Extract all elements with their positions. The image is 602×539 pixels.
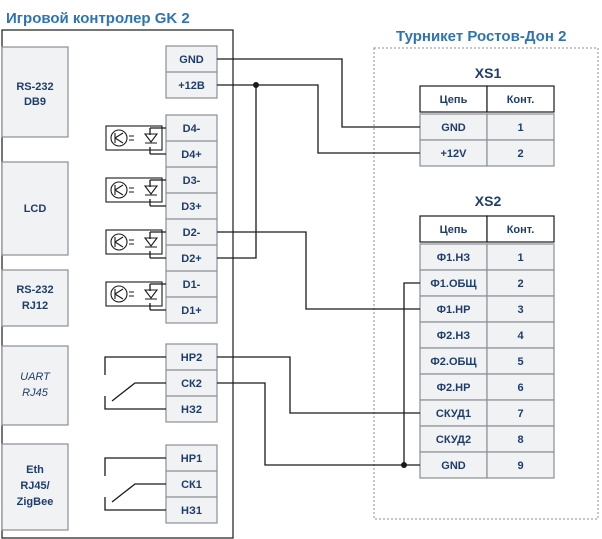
terminal-com2: СК2 bbox=[181, 378, 202, 390]
terminal-d3-plus: D3+ bbox=[181, 201, 202, 213]
module-label: RJ12 bbox=[22, 300, 48, 312]
xs2-header-contact: Конт. bbox=[507, 224, 535, 236]
xs2-row-contact: 2 bbox=[517, 278, 523, 290]
terminal-nc2: НЗ2 bbox=[181, 404, 202, 416]
xs2-row-contact: 9 bbox=[517, 460, 523, 472]
terminal-d4-plus: D4+ bbox=[181, 149, 202, 161]
terminal-gnd: GND bbox=[179, 54, 204, 66]
relay1-contact bbox=[104, 457, 166, 511]
module-lcd: LCD bbox=[1, 161, 69, 256]
wire-com2-gnd bbox=[217, 382, 420, 466]
xs2-table: Цепь Конт. Ф1.НЗ 1 Ф1.ОБЩ 2 Ф1.НР 3 Ф2.Н… bbox=[419, 215, 555, 479]
terminal-d4-minus: D4- bbox=[183, 123, 201, 135]
xs1-row-circuit: GND bbox=[441, 122, 466, 134]
relay2-contact bbox=[104, 356, 166, 410]
xs2-row-contact: 3 bbox=[517, 304, 523, 316]
terminal-d2-minus: D2- bbox=[183, 227, 201, 239]
wire-no2-skud1 bbox=[217, 356, 420, 414]
terminal-block-power: GND +12В bbox=[165, 45, 218, 99]
terminal-no2: НР2 bbox=[181, 352, 202, 364]
terminal-block-relay1: НР1 СК1 НЗ1 bbox=[165, 444, 218, 524]
module-rs232-rj12: RS-232 RJ12 bbox=[1, 269, 69, 327]
module-label: ZigBee bbox=[17, 496, 54, 508]
module-label: RS-232 bbox=[16, 81, 53, 93]
terminal-12v: +12В bbox=[178, 80, 205, 92]
wire-gnd-xs1 bbox=[217, 58, 420, 128]
xs2-row-contact: 5 bbox=[517, 356, 523, 368]
terminal-com1: СК1 bbox=[181, 479, 202, 491]
xs2-row-circuit: Ф1.НЗ bbox=[437, 252, 471, 264]
module-label: RS-232 bbox=[16, 284, 53, 296]
module-rs232-db9: RS-232 DB9 bbox=[1, 46, 69, 138]
xs2-row-circuit: Ф2.НР bbox=[437, 382, 471, 394]
xs2-row-contact: 4 bbox=[517, 330, 524, 342]
controller-title: Игровой контролер GK 2 bbox=[6, 10, 190, 27]
xs2-row-circuit: СКУД1 bbox=[436, 408, 471, 420]
module-label: Eth bbox=[26, 464, 44, 476]
xs2-row-circuit: Ф1.ОБЩ bbox=[430, 278, 477, 290]
terminal-block-inputs: D4- D4+ D3- D3+ D2- D2+ D1- D1+ bbox=[165, 114, 218, 324]
wire-d2minus-f1nr bbox=[217, 231, 420, 310]
xs2-row-circuit: Ф2.НЗ bbox=[437, 330, 471, 342]
module-eth-zigbee: Eth RJ45/ ZigBee bbox=[1, 443, 69, 531]
xs1-row-contact: 2 bbox=[517, 148, 523, 160]
module-label: RJ45/ bbox=[20, 480, 49, 492]
xs2-row-circuit: СКУД2 bbox=[436, 434, 471, 446]
wire-12v-xs1 bbox=[217, 84, 420, 154]
xs2-row-circuit: GND bbox=[441, 460, 466, 472]
xs1-header-contact: Конт. bbox=[507, 94, 535, 106]
module-label: RJ45 bbox=[22, 387, 49, 399]
xs2-row-circuit: Ф2.ОБЩ bbox=[430, 356, 477, 368]
xs2-row-contact: 8 bbox=[517, 434, 523, 446]
module-label: LCD bbox=[24, 203, 47, 215]
xs2-row-circuit: Ф1.НР bbox=[437, 304, 471, 316]
terminal-nc1: НЗ1 bbox=[181, 505, 202, 517]
junction-12v bbox=[253, 82, 259, 88]
optocoupler-d3 bbox=[105, 177, 166, 207]
wires bbox=[217, 58, 420, 468]
xs2-row-contact: 1 bbox=[517, 252, 523, 264]
module-uart-rj45: UART RJ45 bbox=[1, 345, 69, 426]
xs1-title: XS1 bbox=[475, 65, 502, 81]
junction-gnd bbox=[401, 462, 407, 468]
xs2-title: XS2 bbox=[475, 193, 502, 209]
module-label: DB9 bbox=[24, 96, 46, 108]
xs2-header-circuit: Цепь bbox=[440, 224, 468, 236]
turnstile-title: Турникет Ростов-Дон 2 bbox=[396, 28, 566, 45]
module-label: UART bbox=[20, 371, 51, 383]
wire-12v-d2plus bbox=[217, 85, 257, 259]
terminal-no1: НР1 bbox=[181, 453, 202, 465]
xs1-row-circuit: +12V bbox=[441, 148, 468, 160]
xs1-header-circuit: Цепь bbox=[440, 94, 468, 106]
xs1-row-contact: 1 bbox=[517, 122, 523, 134]
terminal-d2-plus: D2+ bbox=[181, 253, 202, 265]
wire-f1com-gnd bbox=[403, 282, 420, 465]
optocoupler-d2 bbox=[105, 229, 166, 259]
terminal-d1-plus: D1+ bbox=[181, 305, 202, 317]
optocoupler-d1 bbox=[105, 281, 166, 311]
optocoupler-d4 bbox=[105, 125, 166, 155]
terminal-d3-minus: D3- bbox=[183, 175, 201, 187]
xs1-table: Цепь Конт. GND 1 +12V 2 bbox=[419, 85, 555, 167]
xs2-row-contact: 6 bbox=[517, 382, 523, 394]
xs2-row-contact: 7 bbox=[517, 408, 523, 420]
terminal-d1-minus: D1- bbox=[183, 279, 201, 291]
terminal-block-relay2: НР2 СК2 НЗ2 bbox=[165, 343, 218, 423]
